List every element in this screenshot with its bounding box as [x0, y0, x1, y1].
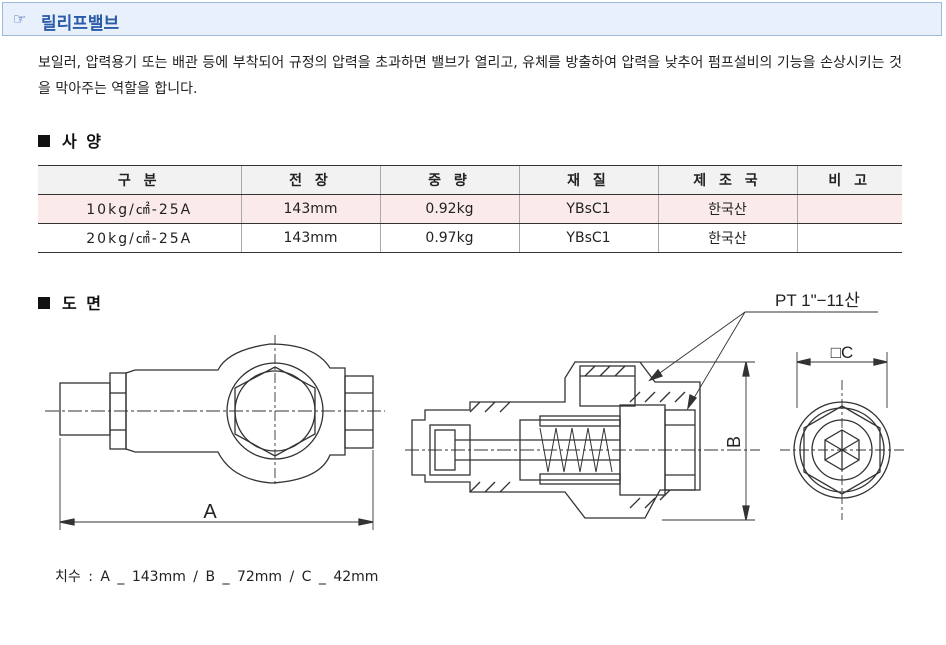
table-cell: YBsC1 — [518, 194, 658, 224]
valve-technical-drawing: A — [45, 291, 905, 530]
drawing-heading: 도 면 — [38, 290, 103, 314]
dimensions-summary: 치수 : A _ 143mm / B _ 72mm / C _ 42mm — [55, 569, 379, 585]
valve-end-view — [780, 352, 905, 520]
column-header: 구 분 — [38, 165, 241, 195]
table-cell: 0.92kg — [379, 194, 519, 224]
table-cell — [796, 223, 902, 253]
table-cell: 20kg/㎠-25A — [38, 223, 241, 253]
column-header: 비 고 — [796, 165, 902, 195]
drawing-heading-text: 도 면 — [62, 294, 104, 313]
valve-section-view — [405, 311, 878, 521]
square-bullet-icon — [38, 135, 50, 147]
table-cell: 143mm — [240, 223, 380, 253]
table-cell: 0.97kg — [379, 223, 519, 253]
table-cell: 143mm — [240, 194, 380, 224]
spec-table-header: 구 분 전 장 중 량 재 질 제 조 국 비 고 — [38, 165, 902, 195]
dimension-c-label: □C — [831, 343, 854, 362]
table-cell: 한국산 — [657, 223, 797, 253]
spec-heading-text: 사 양 — [62, 132, 104, 151]
thread-spec-label: PT 1"−11산 — [775, 291, 860, 310]
product-description: 보일러, 압력용기 또는 배관 등에 부착되어 규정의 압력을 초과하면 밸브가… — [38, 55, 902, 97]
column-header: 제 조 국 — [657, 165, 797, 195]
title-bar: ☞ 릴리프밸브 — [2, 2, 942, 36]
valve-side-view — [45, 335, 385, 530]
dimension-b-label: B — [724, 436, 744, 448]
table-cell: 한국산 — [657, 194, 797, 224]
table-cell — [796, 194, 902, 224]
column-header: 중 량 — [379, 165, 519, 195]
spec-heading: 사 양 — [38, 128, 103, 152]
table-row: 20kg/㎠-25A 143mm 0.97kg YBsC1 한국산 — [38, 223, 902, 253]
square-bullet-icon — [38, 297, 50, 309]
table-cell: 10kg/㎠-25A — [38, 194, 241, 224]
column-header: 재 질 — [518, 165, 658, 195]
dimension-a-label: A — [203, 501, 217, 523]
table-row: 10kg/㎠-25A 143mm 0.92kg YBsC1 한국산 — [38, 194, 902, 224]
spec-table: 구 분 전 장 중 량 재 질 제 조 국 비 고 10kg/㎠-25A 143… — [38, 165, 902, 253]
column-header: 전 장 — [240, 165, 380, 195]
table-cell: YBsC1 — [518, 223, 658, 253]
pointing-hand-icon: ☞ — [13, 10, 27, 28]
page-title: 릴리프밸브 — [41, 14, 120, 34]
